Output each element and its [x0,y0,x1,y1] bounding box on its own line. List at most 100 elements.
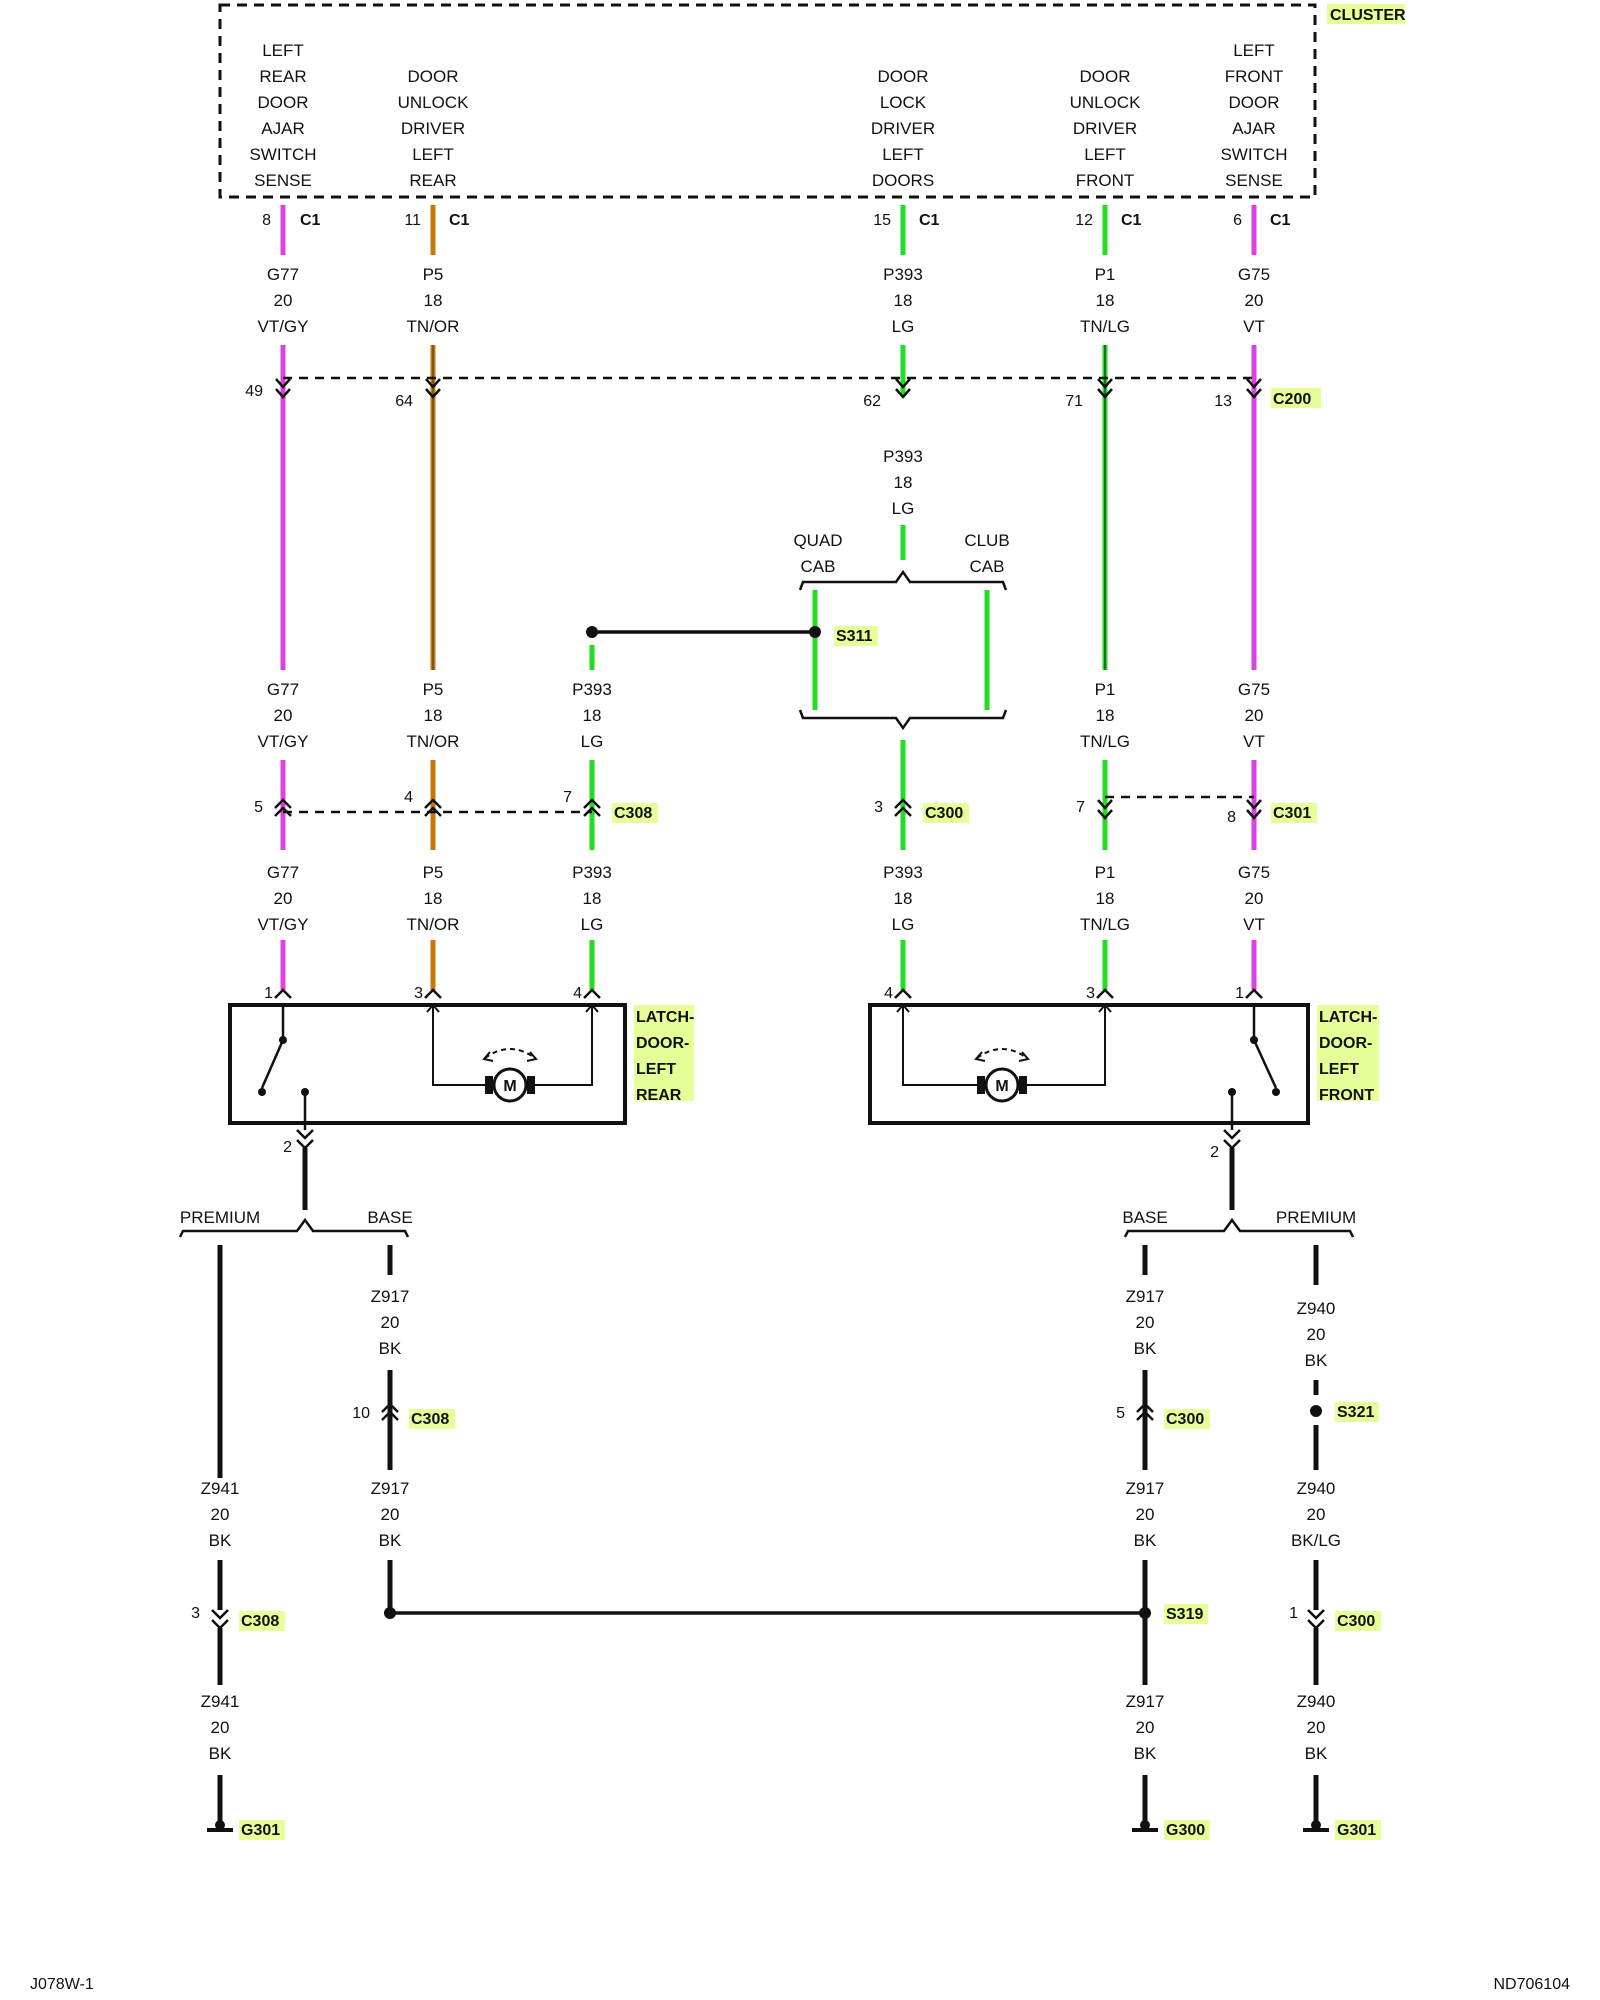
svg-text:G75: G75 [1238,680,1270,699]
svg-text:20: 20 [1307,1718,1326,1737]
svg-text:7: 7 [1076,799,1085,816]
svg-text:1: 1 [1235,985,1244,1002]
svg-text:DOOR-: DOOR- [1319,1035,1372,1052]
svg-text:BK: BK [1134,1531,1157,1550]
footer-left-code: J078W-1 [30,1976,94,1993]
svg-text:3: 3 [414,985,423,1002]
svg-text:DRIVER: DRIVER [1073,119,1137,138]
svg-text:BASE: BASE [367,1208,412,1227]
svg-text:P393: P393 [572,680,612,699]
svg-text:18: 18 [1096,889,1115,908]
svg-text:P1: P1 [1095,863,1116,882]
svg-text:P393: P393 [883,863,923,882]
svg-text:SWITCH: SWITCH [249,145,316,164]
svg-text:AJAR: AJAR [1232,119,1275,138]
svg-text:G300: G300 [1166,1822,1205,1839]
svg-text:C300: C300 [1166,1411,1204,1428]
svg-text:TN/OR: TN/OR [407,915,460,934]
svg-text:P5: P5 [423,265,444,284]
svg-text:Z917: Z917 [1126,1692,1165,1711]
svg-text:20: 20 [211,1505,230,1524]
svg-text:18: 18 [894,889,913,908]
premium-base-bracket-left: PREMIUM BASE [178,1208,413,1478]
svg-text:G301: G301 [241,1822,280,1839]
svg-text:20: 20 [1307,1505,1326,1524]
svg-text:FRONT: FRONT [1225,67,1284,86]
svg-text:REAR: REAR [259,67,306,86]
svg-text:20: 20 [211,1718,230,1737]
svg-text:62: 62 [863,393,881,410]
svg-text:C308: C308 [411,1411,449,1428]
svg-text:20: 20 [1307,1325,1326,1344]
svg-text:20: 20 [274,889,293,908]
svg-text:20: 20 [1136,1505,1155,1524]
svg-text:BK: BK [209,1744,232,1763]
svg-text:20: 20 [274,291,293,310]
cluster-pins: 8 C1 11 C1 15 C1 12 C1 6 C1 [262,212,1290,229]
svg-text:CAB: CAB [801,557,836,576]
svg-text:BK: BK [1134,1744,1157,1763]
svg-text:C308: C308 [614,805,652,822]
svg-text:71: 71 [1065,393,1083,410]
svg-text:18: 18 [1096,706,1115,725]
svg-text:LEFT: LEFT [1084,145,1126,164]
svg-text:5: 5 [254,799,263,816]
wire-labels-row2: G77 20 VT/GY P5 18 TN/OR P393 18 LG P1 1… [257,680,1270,751]
ground-wires-left: Z917 20 BK 10 C308 Z917 20 BK Z941 20 BK… [191,1287,455,1840]
svg-text:LOCK: LOCK [880,93,927,112]
svg-text:C1: C1 [919,212,940,229]
svg-text:VT/GY: VT/GY [257,915,308,934]
svg-text:P393: P393 [883,265,923,284]
svg-text:20: 20 [381,1505,400,1524]
svg-text:P5: P5 [423,680,444,699]
svg-text:BK: BK [1305,1351,1328,1370]
svg-text:TN/LG: TN/LG [1080,915,1130,934]
svg-text:G75: G75 [1238,265,1270,284]
wire-p393 [589,205,990,990]
svg-text:LEFT: LEFT [1319,1061,1359,1078]
svg-text:G75: G75 [1238,863,1270,882]
svg-text:VT: VT [1243,317,1265,336]
svg-text:3: 3 [1086,985,1095,1002]
svg-text:Z940: Z940 [1297,1692,1336,1711]
svg-text:Z917: Z917 [371,1287,410,1306]
svg-text:18: 18 [424,706,443,725]
svg-text:DOOR: DOOR [258,93,309,112]
svg-text:LG: LG [581,915,604,934]
footer-right-code: ND706104 [1493,1976,1571,1993]
wire-labels-row1: G77 20 VT/GY P5 18 TN/OR P393 18 LG P1 1… [257,265,1270,336]
svg-text:VT: VT [1243,915,1265,934]
svg-text:8: 8 [262,212,271,229]
svg-text:LATCH-: LATCH- [1319,1009,1377,1026]
premium-base-bracket-right: BASE PREMIUM [1122,1208,1356,1285]
svg-text:DOOR-: DOOR- [636,1035,689,1052]
svg-text:SWITCH: SWITCH [1220,145,1287,164]
svg-text:18: 18 [894,291,913,310]
svg-text:C1: C1 [1121,212,1142,229]
svg-text:20: 20 [1136,1718,1155,1737]
svg-text:Z941: Z941 [201,1692,240,1711]
svg-text:5: 5 [1116,1405,1125,1422]
svg-text:CLUB: CLUB [964,531,1009,550]
svg-text:C300: C300 [925,805,963,822]
svg-text:AJAR: AJAR [261,119,304,138]
svg-text:BK: BK [379,1339,402,1358]
svg-text:LG: LG [892,499,915,518]
latch-pin-markers: 1 3 4 4 3 1 [264,985,1263,1002]
svg-text:S321: S321 [1337,1404,1374,1421]
svg-text:Z940: Z940 [1297,1299,1336,1318]
cluster-box [218,3,1317,199]
svg-text:TN/OR: TN/OR [407,732,460,751]
svg-text:18: 18 [583,706,602,725]
svg-text:LEFT: LEFT [882,145,924,164]
cluster-title: CLUSTER [1330,7,1406,24]
svg-text:REAR: REAR [409,171,456,190]
svg-text:20: 20 [1245,706,1264,725]
svg-text:18: 18 [424,889,443,908]
p393-mid-label: P393 18 LG [883,447,923,518]
svg-text:DOOR: DOOR [408,67,459,86]
svg-text:Z940: Z940 [1297,1479,1336,1498]
wire-labels-row3: G77 20 VT/GY P5 18 TN/OR P393 18 LG P393… [257,863,1270,934]
svg-text:18: 18 [583,889,602,908]
